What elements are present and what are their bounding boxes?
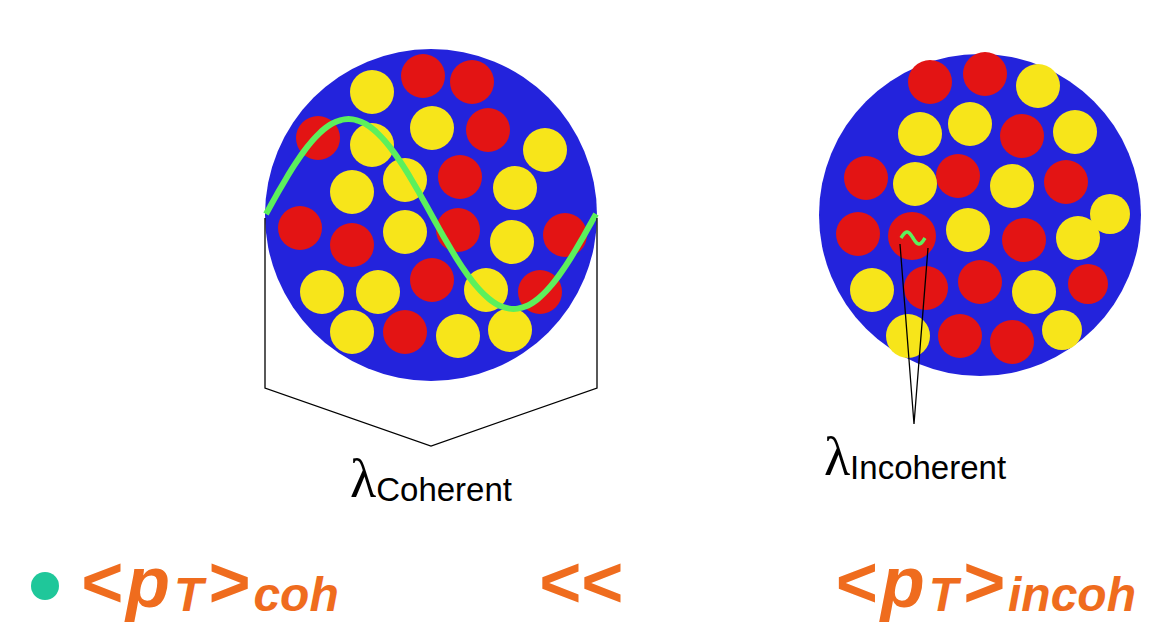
nucleus-disc [265, 49, 597, 381]
formula-variable: p [881, 542, 925, 622]
nucleons [278, 54, 587, 358]
formula-subscript: coh [253, 568, 338, 621]
nucleons [836, 52, 1130, 364]
formula-subscript: T [929, 568, 958, 621]
bullet-dot [31, 572, 59, 600]
coherent-wave [266, 119, 596, 309]
wavelength-symbol: λ [350, 449, 376, 509]
formula-relation: << [538, 542, 622, 622]
formula-right: <pT>incoh [835, 546, 1140, 619]
formula-bracket: > [207, 542, 249, 622]
incoherent-label: λIncoherent [824, 430, 1006, 484]
nucleus-disc [819, 54, 1141, 376]
formula-left: <pT>coh [80, 546, 343, 619]
wavelength-subscript: Incoherent [850, 449, 1006, 486]
incoherent-wave [901, 232, 925, 244]
formula-subscript: T [174, 568, 203, 621]
formula-bracket: > [962, 542, 1004, 622]
formula-bracket: < [80, 542, 122, 622]
coherent-nucleus [265, 49, 597, 446]
formula-subscript: incoh [1008, 568, 1136, 621]
incoherent-nucleus [819, 52, 1141, 424]
wavelength-bracket [265, 218, 597, 446]
formula-variable: p [126, 542, 170, 622]
wavelength-symbol: λ [824, 427, 850, 487]
formula-middle: << [538, 546, 626, 618]
coherent-label: λCoherent [350, 452, 512, 506]
wavelength-subscript: Coherent [376, 471, 512, 508]
wavelength-bracket [900, 244, 928, 424]
formula-bracket: < [835, 542, 877, 622]
